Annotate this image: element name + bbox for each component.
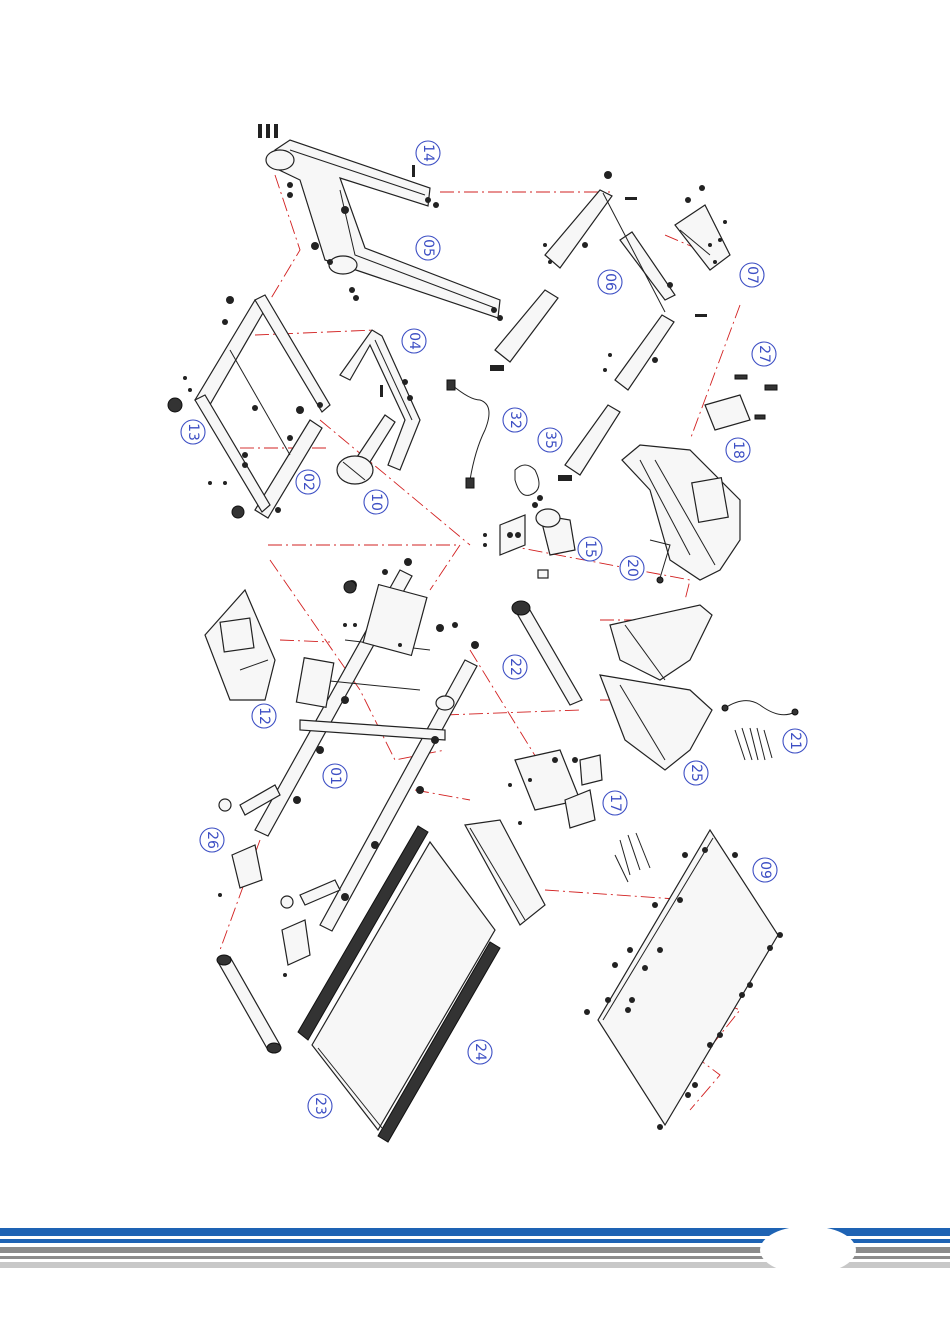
callout-32: 32 xyxy=(503,408,527,432)
callout-13: 13 xyxy=(181,420,205,444)
part-drive-belt-35 xyxy=(515,465,539,495)
callout-label: 01 xyxy=(327,767,343,785)
callout-21: 21 xyxy=(783,729,807,753)
callout-label: 07 xyxy=(744,266,760,284)
callout-18: 18 xyxy=(726,438,750,462)
callout-10: 10 xyxy=(364,490,388,514)
callout-04: 04 xyxy=(402,329,426,353)
callout-label: 17 xyxy=(607,794,623,812)
callout-25: 25 xyxy=(684,761,708,785)
callout-26: 26 xyxy=(200,828,224,852)
callout-label: 20 xyxy=(624,559,640,577)
callout-24: 24 xyxy=(468,1040,492,1064)
part-incline-motor-10 xyxy=(337,415,395,484)
part-console-bracket-07 xyxy=(675,185,730,270)
callout-22: 22 xyxy=(503,655,527,679)
callout-12: 12 xyxy=(252,704,276,728)
part-power-cord-32 xyxy=(447,380,489,488)
callout-09: 09 xyxy=(753,858,777,882)
callout-02: 02 xyxy=(296,470,320,494)
callout-label: 14 xyxy=(420,144,436,162)
callout-01: 01 xyxy=(323,764,347,788)
callout-label: 10 xyxy=(368,493,384,511)
callout-15: 15 xyxy=(578,537,602,561)
callout-label: 21 xyxy=(787,732,803,750)
part-wire-harness-21 xyxy=(722,701,798,760)
callout-label: 09 xyxy=(757,861,773,879)
callout-label: 24 xyxy=(472,1043,488,1061)
callout-05: 05 xyxy=(416,236,440,260)
callout-06: 06 xyxy=(598,270,622,294)
callout-label: 13 xyxy=(185,423,201,441)
callout-20: 20 xyxy=(620,556,644,580)
callout-label: 05 xyxy=(420,239,436,257)
callout-label: 12 xyxy=(256,707,272,725)
callout-label: 25 xyxy=(688,764,704,782)
callout-label: 35 xyxy=(542,431,558,449)
part-upright-frame-06 xyxy=(490,171,707,481)
part-roller-22 xyxy=(512,601,582,705)
callout-label: 18 xyxy=(730,441,746,459)
callout-14: 14 xyxy=(416,141,440,165)
callout-27: 27 xyxy=(752,342,776,366)
callout-label: 32 xyxy=(507,411,523,429)
callout-label: 15 xyxy=(582,540,598,558)
callout-07: 07 xyxy=(740,263,764,287)
callout-label: 22 xyxy=(507,658,523,676)
callout-label: 02 xyxy=(300,473,316,491)
callout-label: 06 xyxy=(602,273,618,291)
callout-label: 23 xyxy=(312,1097,328,1115)
callout-17: 17 xyxy=(603,791,627,815)
page-number-badge xyxy=(760,1226,856,1274)
callout-label: 04 xyxy=(406,332,422,350)
part-motor-controller-17 xyxy=(508,750,650,882)
part-side-cover-25 xyxy=(600,605,712,770)
part-drive-motor-15 xyxy=(483,495,575,578)
callout-label: 27 xyxy=(756,345,772,363)
footer-stripes xyxy=(0,1226,950,1274)
callout-label: 26 xyxy=(204,831,220,849)
part-handlebar-frame-05 xyxy=(258,124,503,321)
part-motor-cover-12 xyxy=(205,590,275,700)
part-base-panel-09 xyxy=(584,830,783,1130)
callout-23: 23 xyxy=(308,1094,332,1118)
part-front-roller xyxy=(217,955,281,1053)
part-console-bracket-27 xyxy=(705,375,777,430)
callout-35: 35 xyxy=(538,428,562,452)
